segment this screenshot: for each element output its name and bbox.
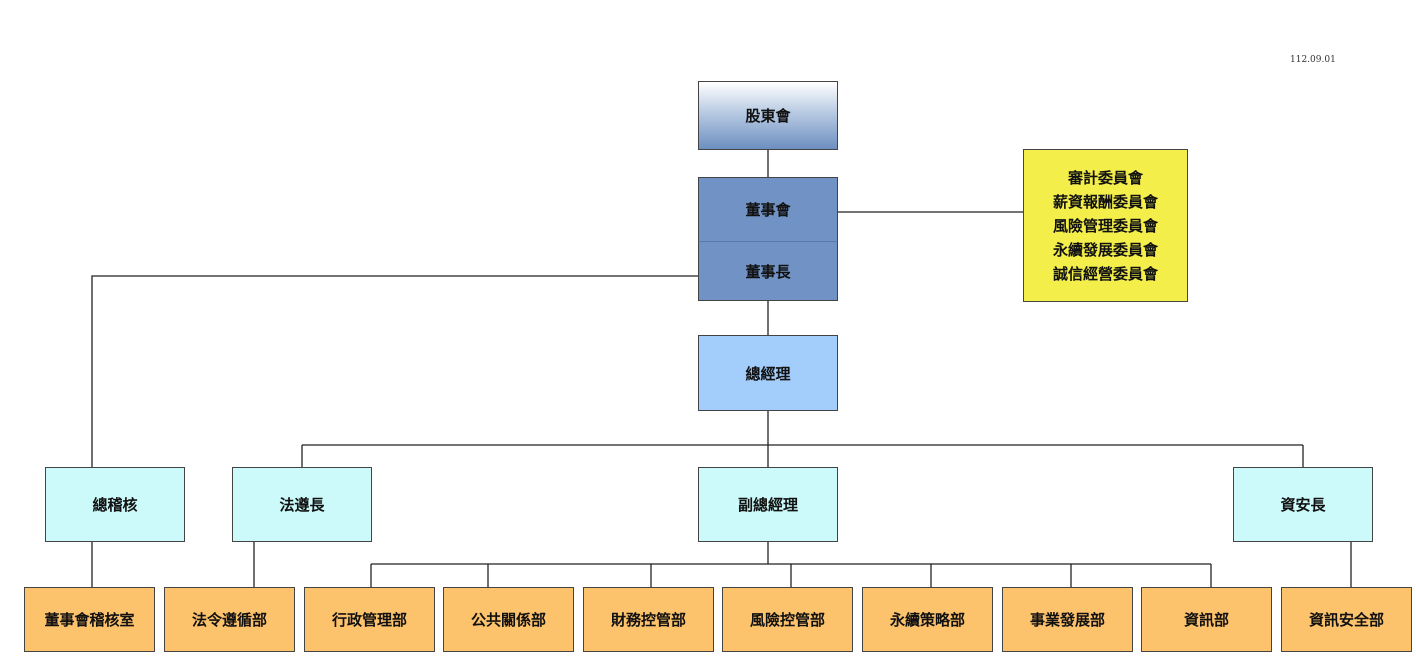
node-public-relations-dept: 公共關係部 (443, 587, 574, 652)
revision-date: 112.09.01 (1290, 55, 1336, 65)
node-business-development-dept: 事業發展部 (1002, 587, 1133, 652)
node-chairman: 董事長 (698, 241, 838, 301)
node-board-of-directors: 董事會 (698, 177, 838, 241)
committee-risk-management: 風險管理委員會 (1052, 216, 1158, 235)
node-chief-auditor: 總稽核 (45, 467, 185, 542)
node-chief-compliance-officer: 法遵長 (232, 467, 372, 542)
connector-chairman-auditor (91, 275, 698, 467)
node-committees: 審計委員會 薪資報酬委員會 風險管理委員會 永續發展委員會 誠信經營委員會 (1023, 149, 1188, 302)
node-info-security-dept: 資訊安全部 (1281, 587, 1412, 652)
node-shareholders-meeting: 股東會 (698, 81, 838, 150)
committee-ethical-management: 誠信經營委員會 (1052, 264, 1158, 283)
committee-remuneration: 薪資報酬委員會 (1052, 192, 1158, 211)
node-general-manager: 總經理 (698, 335, 838, 411)
node-board-audit-office: 董事會稽核室 (24, 587, 155, 652)
node-deputy-general-manager: 副總經理 (698, 467, 838, 542)
node-legal-compliance-dept: 法令遵循部 (164, 587, 295, 652)
node-it-dept: 資訊部 (1141, 587, 1272, 652)
node-sustainability-strategy-dept: 永續策略部 (862, 587, 993, 652)
node-finance-control-dept: 財務控管部 (583, 587, 714, 652)
node-ciso: 資安長 (1233, 467, 1373, 542)
node-admin-dept: 行政管理部 (304, 587, 435, 652)
committee-sustainability: 永續發展委員會 (1052, 240, 1158, 259)
committee-audit: 審計委員會 (1067, 168, 1143, 187)
node-risk-control-dept: 風險控管部 (722, 587, 853, 652)
